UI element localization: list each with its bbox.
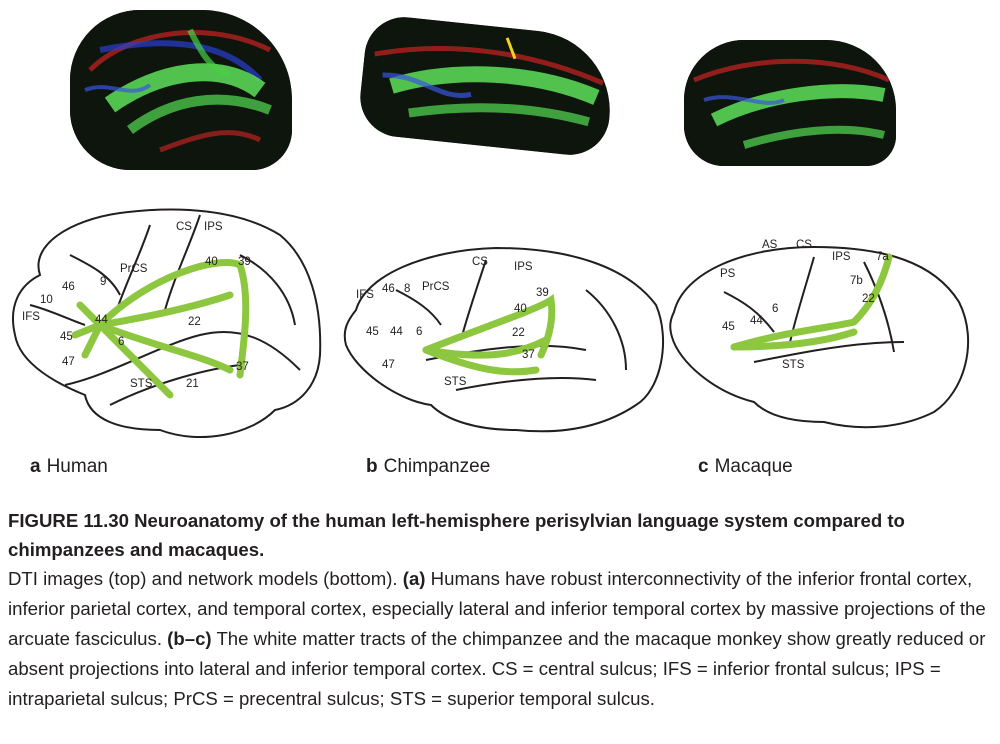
chimpanzee-brain-outline bbox=[343, 246, 664, 433]
chimpanzee-label-46: 46 bbox=[382, 283, 395, 295]
panel-name-chimpanzee: Chimpanzee bbox=[383, 456, 491, 477]
macaque-label-6: 6 bbox=[772, 303, 778, 315]
human-label-22: 22 bbox=[188, 316, 201, 328]
human-label-44: 44 bbox=[95, 314, 108, 326]
caption-part-bc-text: The white matter tracts of the chimpanze… bbox=[8, 628, 986, 709]
dti-image-human bbox=[70, 10, 292, 170]
macaque-label-as: AS bbox=[762, 239, 778, 251]
human-label-37: 37 bbox=[236, 361, 249, 373]
panel-name-macaque: Macaque bbox=[714, 456, 793, 477]
human-label-46: 46 bbox=[62, 281, 75, 293]
macaque-label-cs: CS bbox=[796, 239, 812, 251]
human-label-cs: CS bbox=[176, 221, 192, 233]
chimpanzee-label-39: 39 bbox=[536, 287, 549, 299]
chimpanzee-label-ips: IPS bbox=[514, 261, 533, 273]
human-label-39: 39 bbox=[238, 256, 251, 268]
human-network-diagram: CS IPS PrCS 40 39 46 9 10 IFS 44 45 6 47… bbox=[0, 195, 340, 445]
human-brain-outline bbox=[12, 208, 322, 439]
chimpanzee-label-8: 8 bbox=[404, 283, 410, 295]
caption-title-block: FIGURE 11.30 Neuroanatomy of the human l… bbox=[8, 506, 992, 564]
chimpanzee-label-40: 40 bbox=[514, 303, 527, 315]
macaque-label-sts: STS bbox=[782, 359, 805, 371]
human-label-9: 9 bbox=[100, 276, 106, 288]
chimpanzee-label-cs: CS bbox=[472, 256, 488, 268]
figure-title: Neuroanatomy of the human left-hemispher… bbox=[8, 510, 905, 560]
chimpanzee-label-47: 47 bbox=[382, 359, 395, 371]
macaque-label-45: 45 bbox=[722, 321, 735, 333]
human-label-ips: IPS bbox=[204, 221, 223, 233]
human-label-21: 21 bbox=[186, 378, 199, 390]
macaque-label-7a: 7a bbox=[876, 251, 889, 263]
caption-intro: DTI images (top) and network models (bot… bbox=[8, 568, 398, 589]
chimpanzee-label-sts: STS bbox=[444, 376, 467, 388]
human-label-10: 10 bbox=[40, 294, 53, 306]
macaque-label-44: 44 bbox=[750, 315, 763, 327]
chimpanzee-label-44: 44 bbox=[390, 326, 403, 338]
panel-name-human: Human bbox=[46, 456, 108, 477]
macaque-network-diagram: AS CS PS IPS 7a 7b 22 6 45 44 STS bbox=[664, 232, 984, 432]
caption-part-a-label: (a) bbox=[402, 568, 426, 589]
macaque-label-7b: 7b bbox=[850, 275, 863, 287]
chimpanzee-tract bbox=[422, 294, 556, 376]
human-label-sts: STS bbox=[130, 378, 153, 390]
chimpanzee-label-ifs: IFS bbox=[356, 289, 374, 301]
human-label-47: 47 bbox=[62, 356, 75, 368]
macaque-brain-outline bbox=[669, 245, 970, 429]
dti-image-macaque bbox=[684, 40, 896, 166]
figure-label: FIGURE 11.30 bbox=[8, 510, 129, 531]
chimpanzee-label-45: 45 bbox=[366, 326, 379, 338]
panel-letter-a: a bbox=[30, 456, 41, 477]
chimpanzee-label-6: 6 bbox=[416, 326, 422, 338]
caption-body: DTI images (top) and network models (bot… bbox=[8, 564, 992, 714]
chimpanzee-network-diagram: CS IPS IFS 46 8 PrCS 39 40 45 44 6 22 47… bbox=[336, 230, 670, 440]
dti-image-chimpanzee bbox=[356, 13, 618, 159]
chimpanzee-label-37: 37 bbox=[522, 349, 535, 361]
panel-letter-b: b bbox=[366, 456, 378, 477]
human-label-prcs: PrCS bbox=[120, 263, 148, 275]
panel-letter-c: c bbox=[698, 456, 709, 477]
caption-part-a-text: Humans have robust interconnectivity of … bbox=[8, 568, 986, 649]
caption-part-bc-label: (b–c) bbox=[167, 628, 212, 649]
macaque-label-ps: PS bbox=[720, 268, 736, 280]
human-label-ifs: IFS bbox=[22, 311, 40, 323]
macaque-tract bbox=[730, 253, 893, 351]
human-label-6: 6 bbox=[118, 336, 124, 348]
human-arcuate-tract bbox=[71, 259, 250, 399]
chimpanzee-label-22: 22 bbox=[512, 327, 525, 339]
macaque-label-ips: IPS bbox=[832, 251, 851, 263]
figure-caption: FIGURE 11.30 Neuroanatomy of the human l… bbox=[8, 506, 992, 714]
macaque-label-22: 22 bbox=[862, 293, 875, 305]
human-label-40: 40 bbox=[205, 256, 218, 268]
chimpanzee-label-prcs: PrCS bbox=[422, 281, 450, 293]
human-label-45: 45 bbox=[60, 331, 73, 343]
